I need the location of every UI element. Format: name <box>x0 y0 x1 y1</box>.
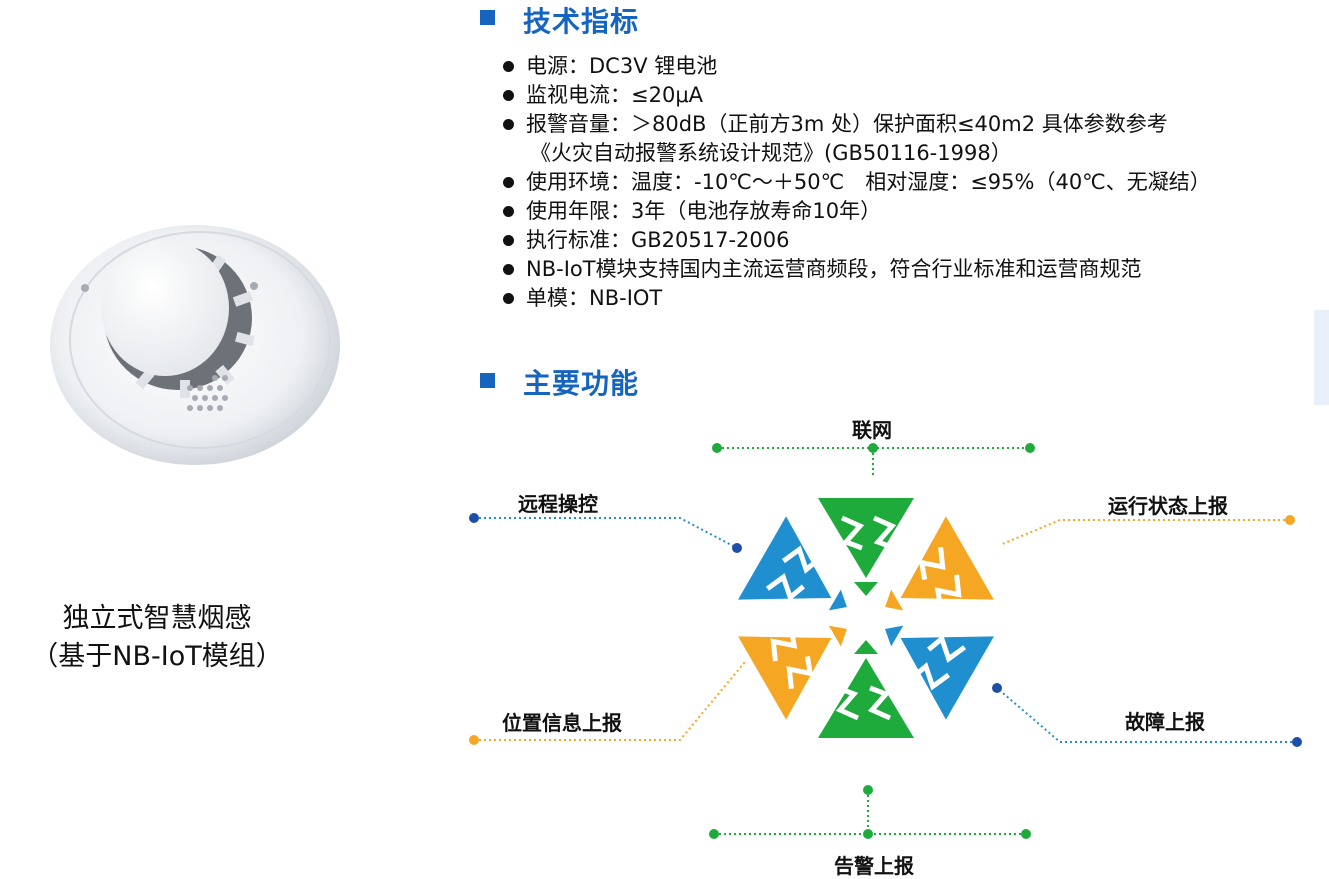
specs-list: 电源：DC3V 锂电池 监视电流：≤20μA 报警音量：＞80dB（正前方3m … <box>500 52 1211 313</box>
spec-item-mode: 单模：NB-IOT <box>500 284 1211 313</box>
feature-label-location-report: 位置信息上报 <box>502 711 622 735</box>
specs-section-title: 技术指标 <box>523 5 640 38</box>
product-caption: 独立式智慧烟感 （基于NB-IoT模组） <box>22 600 292 676</box>
feature-label-status-report: 运行状态上报 <box>1108 494 1228 518</box>
product-name: 独立式智慧烟感 <box>62 603 252 634</box>
spec-item-current: 监视电流：≤20μA <box>500 81 1211 110</box>
spec-item-volume: 报警音量：＞80dB（正前方3m 处）保护面积≤40m2 具体参数参考 <box>500 110 1211 139</box>
spec-item-lifetime: 使用年限：3年（电池存放寿命10年） <box>500 197 1211 226</box>
feature-label-alarm-report: 告警上报 <box>834 854 914 878</box>
spec-item-volume-continuation: 《火灾自动报警系统设计规范》(GB50116-1998） <box>530 141 1012 165</box>
feature-label-fault-report: 故障上报 <box>1125 710 1205 734</box>
product-subtitle: （基于NB-IoT模组） <box>31 641 283 672</box>
feature-label-remote-control: 远程操控 <box>518 492 598 516</box>
spec-item-standard: 执行标准：GB20517-2006 <box>500 226 1211 255</box>
spec-item-power: 电源：DC3V 锂电池 <box>500 52 1211 81</box>
functions-section-title: 主要功能 <box>523 367 640 400</box>
petal-network <box>818 498 914 596</box>
spec-item-nbiot: NB-IoT模块支持国内主流运营商频段，符合行业标准和运营商规范 <box>500 255 1211 284</box>
section-bullet-icon <box>480 10 495 25</box>
spec-item-environment: 使用环境：温度：-10℃～＋50℃ 相对湿度：≤95%（40℃、无凝结） <box>500 168 1211 197</box>
section-bullet-icon <box>480 373 495 388</box>
feature-label-network: 联网 <box>852 418 892 442</box>
